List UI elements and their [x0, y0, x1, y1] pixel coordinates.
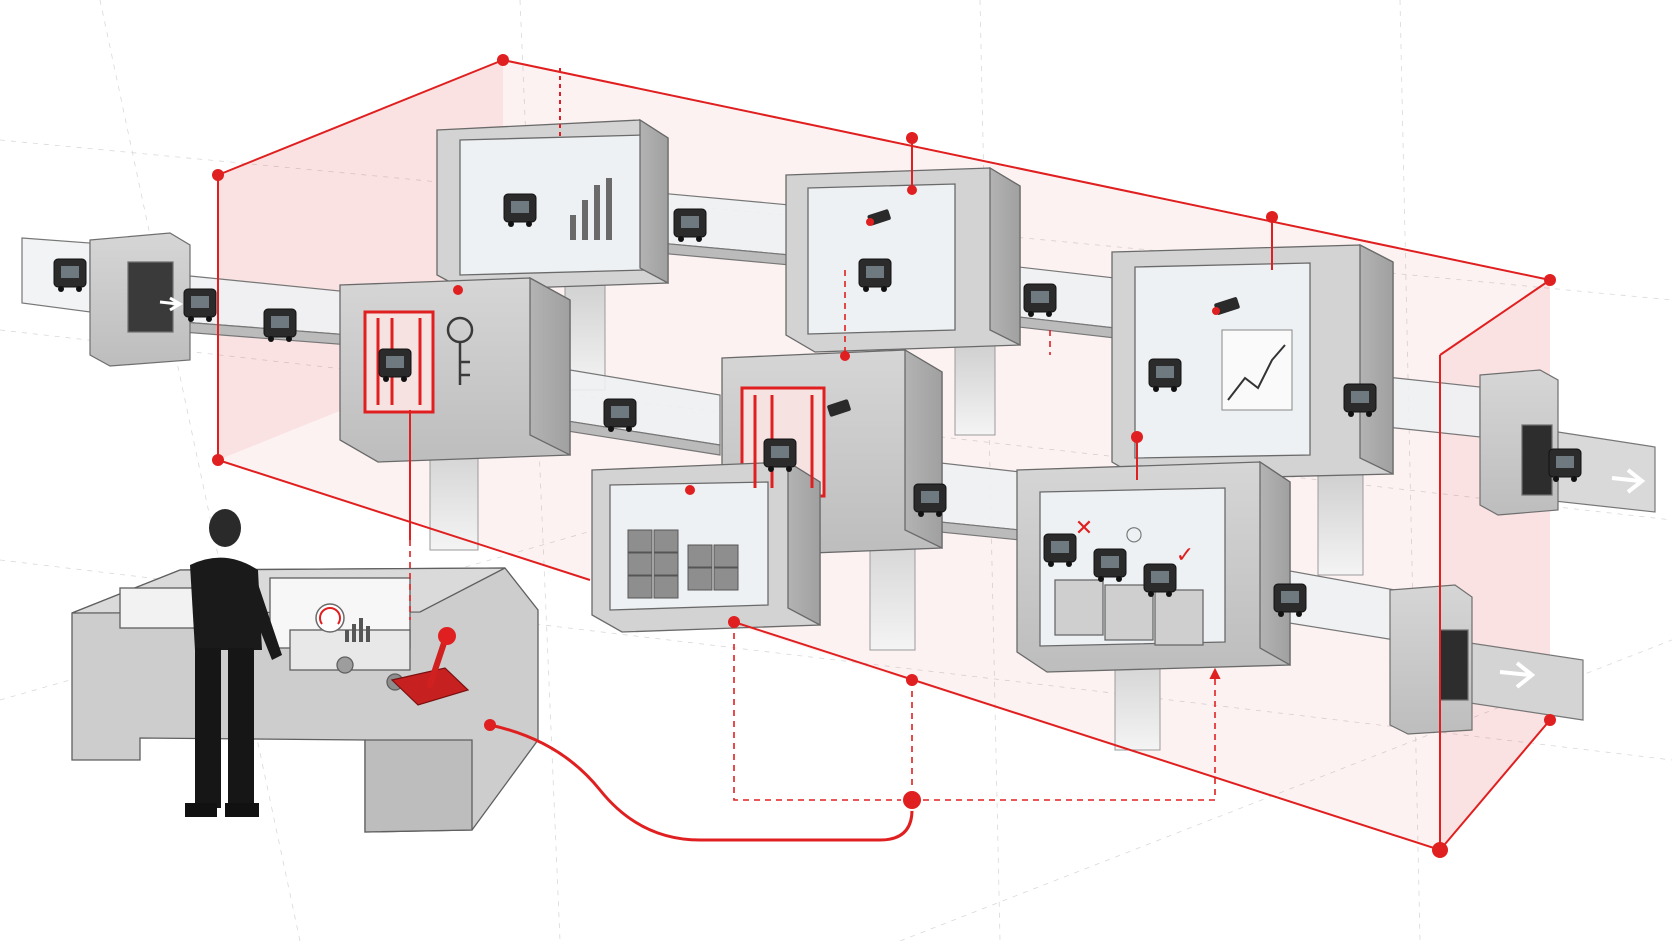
station-inspection-chamber [785, 166, 1021, 353]
product-units [53, 193, 1582, 617]
product-unit [378, 348, 412, 382]
lever-icon[interactable] [390, 627, 470, 706]
product-unit [53, 258, 87, 292]
product-unit [503, 193, 537, 227]
storage-crates [627, 529, 739, 599]
console-cable [489, 723, 914, 842]
product-unit [673, 208, 707, 242]
reject-indicator: ✕ [1075, 516, 1093, 541]
console-knob [336, 656, 354, 674]
product-unit [1143, 563, 1177, 597]
product-unit [263, 308, 297, 342]
gauge-icon [315, 603, 345, 633]
arrow-right-icon [159, 296, 183, 312]
product-unit [1043, 533, 1077, 567]
key-icon [446, 316, 474, 385]
accept-indicator: ✓ [1176, 543, 1194, 568]
station-analysis-chamber [436, 118, 669, 291]
product-unit [1148, 358, 1182, 392]
product-unit [603, 398, 637, 432]
junction-nodes [212, 54, 1556, 858]
product-unit [858, 258, 892, 292]
bar-chart-icon [345, 618, 370, 642]
dashed-flow-lines [409, 59, 1551, 806]
security-camera-icon [1212, 297, 1240, 315]
portals [89, 232, 1559, 735]
product-unit [1548, 448, 1582, 482]
product-unit [1273, 583, 1307, 617]
pillar [1317, 474, 1364, 576]
laser-scanner-bars [376, 318, 814, 488]
product-unit [183, 288, 217, 322]
security-camera-icon [827, 399, 851, 417]
product-unit [1023, 283, 1057, 317]
arrow-right-icon [1611, 468, 1646, 494]
product-unit [1343, 383, 1377, 417]
bar-chart-icon [570, 178, 612, 240]
operator-figure [185, 509, 282, 817]
pending-indicator: ○ [1125, 521, 1142, 545]
product-unit [913, 483, 947, 517]
security-camera-icon [866, 209, 891, 226]
station-access-control [339, 276, 571, 463]
line-chart-icon [1221, 329, 1293, 411]
product-unit [1093, 548, 1127, 582]
control-console [71, 567, 539, 833]
pillar [954, 344, 996, 436]
product-unit [763, 438, 797, 472]
arrow-right-icon [1499, 661, 1536, 689]
boundary-edge [1439, 279, 1551, 356]
